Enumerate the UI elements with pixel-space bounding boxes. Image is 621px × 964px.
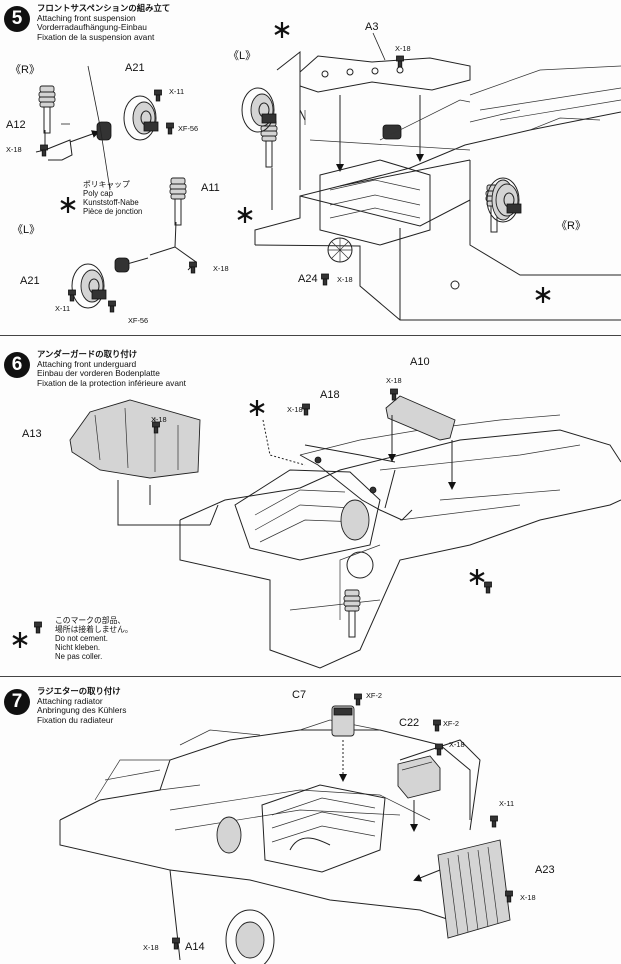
part-label: X-11 [169,87,185,96]
part-label: A11 [201,182,220,194]
part-label: A12 [6,119,26,131]
part-label: C7 [292,689,307,701]
step-title: フロントサスペンションの組み立て Attaching front suspens… [37,3,171,42]
part-label: A18 [320,389,340,401]
part-label: X-11 [499,799,515,808]
step-title-jp: フロントサスペンションの組み立て [37,3,171,13]
part-label: X-18 [143,943,159,952]
label-r: 《R》 [556,220,586,232]
part-label: XF-2 [443,719,460,728]
part-label: X-11 [55,304,71,313]
part-label: A21 [125,62,145,74]
label-l: 《L》 [12,224,41,236]
step-title: アンダーガードの取り付け Attaching front underguard … [37,349,186,388]
step-number: 5 [4,6,30,32]
step-divider [0,676,621,677]
part-label: XF-56 [128,316,149,325]
polycap-fr: Pièce de jonction [83,207,143,216]
part-label: XF-56 [178,124,199,133]
part-label: A21 [20,275,40,287]
do-not-cement-note: このマークの部品、 場所は接着しません。 Do not cement. Nich… [55,616,133,661]
part-label: X-18 [386,376,402,385]
polycap-en: Poly cap [83,189,113,198]
step-number: 6 [4,352,30,378]
step-title-fr: Fixation de la protection inférieure ava… [37,377,186,388]
note-de: Nicht kleben. [55,643,101,652]
part-label: X-18 [6,145,22,154]
note-en: Do not cement. [55,634,108,643]
part-label: X-18 [395,44,411,53]
step-title: ラジエターの取り付け Attaching radiator Anbringung… [37,686,127,725]
step-title-de: Anbringung des Kühlers [37,705,127,716]
part-label: X-18 [287,405,303,414]
step-title-en: Attaching radiator [37,695,103,706]
part-label: A23 [535,864,555,876]
step-title-fr: Fixation du radiateur [37,714,114,725]
part-label: X-18 [449,740,465,749]
part-label: X-18 [337,275,353,284]
polycap-note: ポリキャップ Poly cap Kunststoff-Nabe Pièce de… [83,180,142,216]
step-title-fr: Fixation de la suspension avant [37,31,155,42]
label-l: 《L》 [228,50,257,62]
step-title-jp: ラジエターの取り付け [37,686,121,696]
part-label: A10 [410,356,430,368]
part-label: C22 [399,717,420,729]
step-title-en: Attaching front suspension [37,12,136,23]
step-title-jp: アンダーガードの取り付け [37,349,138,359]
label-r: 《R》 [10,64,40,76]
part-label: X-18 [213,264,229,273]
step-title-en: Attaching front underguard [37,358,137,369]
polycap-jp: ポリキャップ [83,180,130,189]
part-label: A24 [298,273,318,285]
part-label: A13 [22,428,42,440]
note-jp-1: このマークの部品、 [55,616,126,625]
step-title-de: Einbau der vorderen Bodenplatte [37,368,160,379]
step-divider [0,335,621,336]
note-jp-2: 場所は接着しません。 [55,625,133,634]
step-title-de: Vorderradaufhängung-Einbau [37,22,147,33]
part-label: X-18 [520,893,536,902]
step-number: 7 [4,689,30,715]
part-label: X-18 [151,415,167,424]
part-label: XF-2 [366,691,383,700]
part-label: A14 [185,941,205,953]
note-fr: Ne pas coller. [55,652,103,661]
polycap-de: Kunststoff-Nabe [83,198,139,207]
part-label: A3 [365,21,379,33]
